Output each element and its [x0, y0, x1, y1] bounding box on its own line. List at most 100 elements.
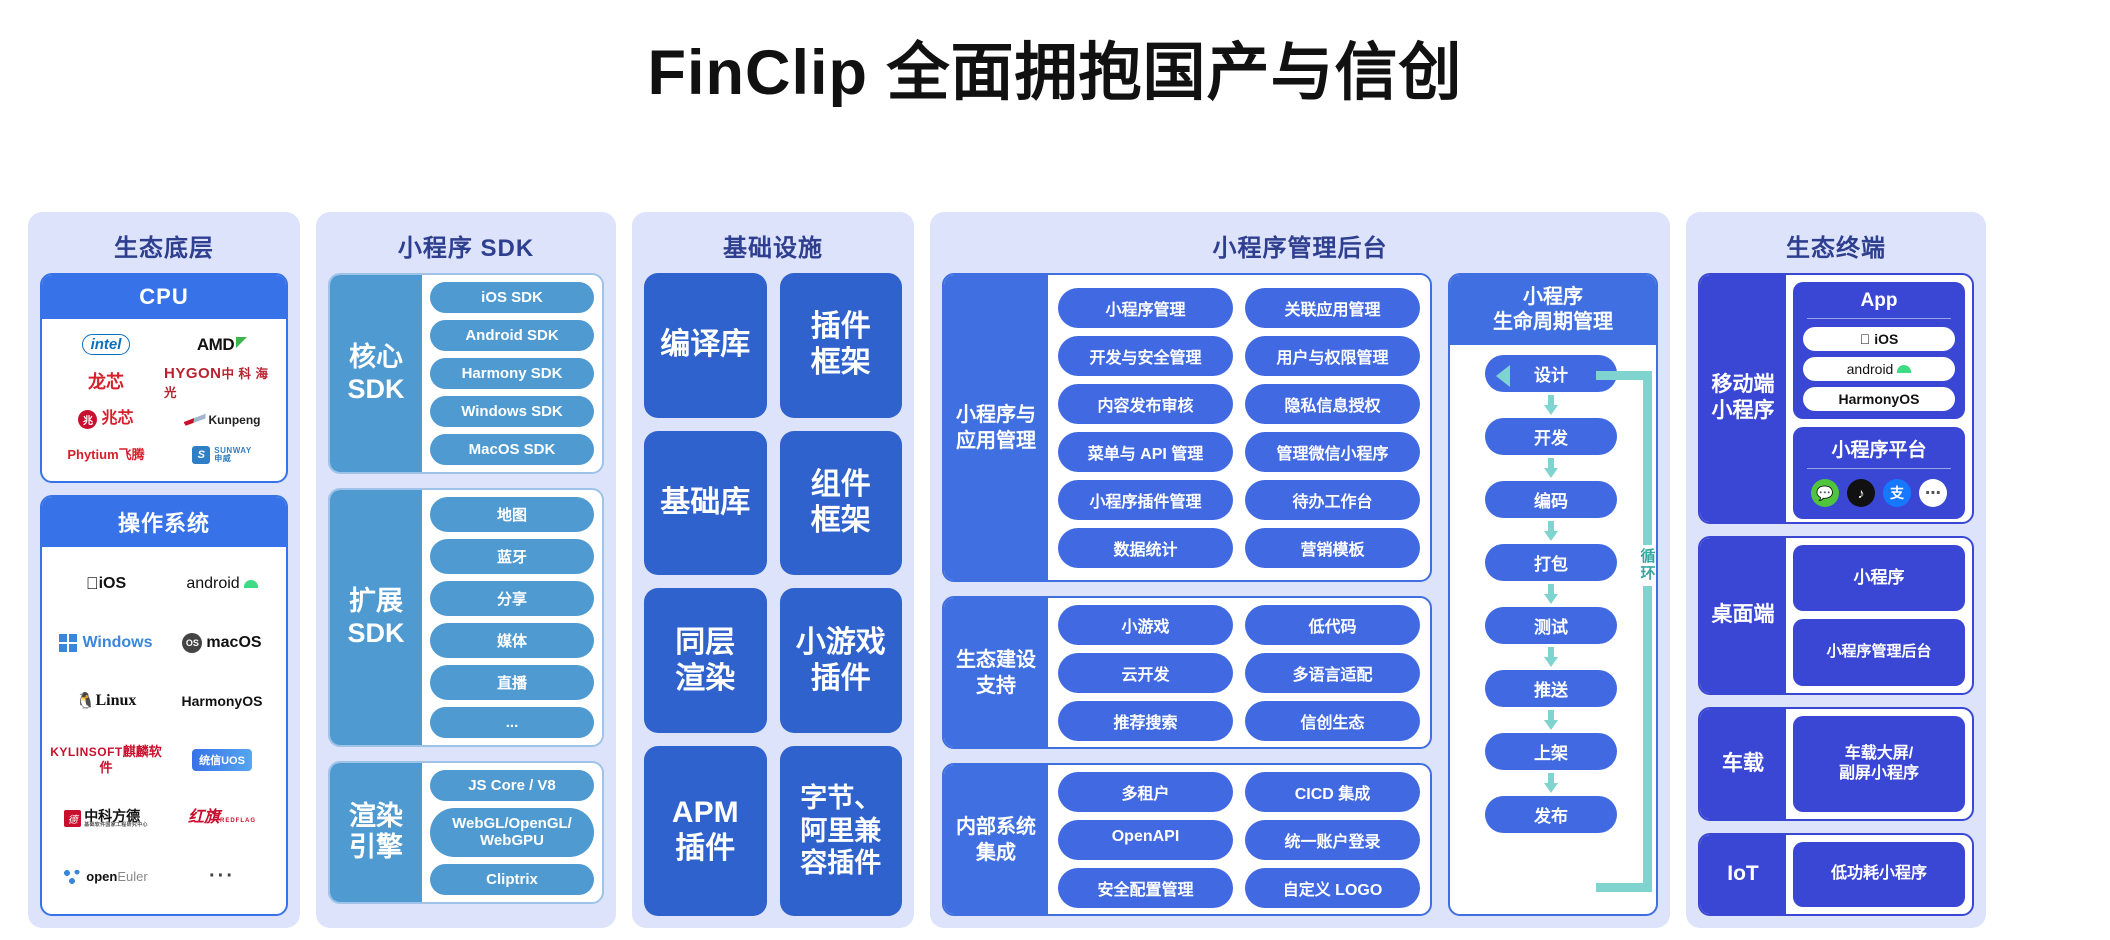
- sdk-item[interactable]: JS Core / V8: [430, 770, 594, 801]
- terminal-group-vehicle: 车载 车载大屏/ 副屏小程序: [1698, 707, 1974, 821]
- wechat-icon[interactable]: 💬: [1811, 479, 1839, 507]
- lifecycle-step[interactable]: 推送: [1485, 670, 1617, 707]
- card-title: App: [1860, 290, 1898, 311]
- platform-pill-harmonyos[interactable]: HarmonyOS: [1803, 387, 1955, 411]
- arrow-down-icon: [1544, 710, 1558, 730]
- backend-item[interactable]: 开发与安全管理: [1058, 335, 1233, 376]
- terminal-cards: App iOS android HarmonyOS 小程序平台 💬 ♪ 支: [1786, 275, 1972, 522]
- backend-item[interactable]: 营销模板: [1245, 527, 1420, 568]
- lifecycle-step[interactable]: 打包: [1485, 544, 1617, 581]
- platform-pill-android[interactable]: android: [1803, 357, 1955, 381]
- terminal-item[interactable]: 小程序管理后台: [1793, 619, 1965, 687]
- backend-item[interactable]: 待办工作台: [1245, 479, 1420, 520]
- more-icon[interactable]: ⋯: [1919, 479, 1947, 507]
- sdk-block-render: 渲染引擎 JS Core / V8 WebGL/OpenGL/ WebGPU C…: [328, 761, 604, 904]
- backend-item[interactable]: 统一账户登录: [1245, 819, 1420, 860]
- logo-loongson: 龙芯: [88, 371, 124, 392]
- column-infrastructure-header: 基础设施: [723, 235, 823, 262]
- page-title: FinClip 全面拥抱国产与信创: [647, 38, 1463, 108]
- logo-windows: Windows: [48, 626, 164, 660]
- columns-row: 生态底层 CPU intel AMD 龙芯 HYGON中 科 海 光 兆兆芯 K…: [28, 212, 1986, 928]
- backend-item[interactable]: 用户与权限管理: [1245, 335, 1420, 376]
- backend-item[interactable]: 菜单与 API 管理: [1058, 431, 1233, 472]
- sdk-item[interactable]: MacOS SDK: [430, 434, 594, 465]
- group-label: 小程序与 应用管理: [944, 275, 1048, 581]
- terminal-item[interactable]: 车载大屏/ 副屏小程序: [1793, 716, 1965, 812]
- sdk-item[interactable]: 直播: [430, 665, 594, 700]
- sdk-item[interactable]: ...: [430, 707, 594, 738]
- sdk-item[interactable]: 蓝牙: [430, 539, 594, 574]
- backend-item[interactable]: 隐私信息授权: [1245, 383, 1420, 424]
- terminal-item[interactable]: 低功耗小程序: [1793, 841, 1965, 907]
- sdk-item[interactable]: 分享: [430, 581, 594, 616]
- backend-item[interactable]: 多语言适配: [1245, 652, 1420, 693]
- infra-card[interactable]: 组件 框架: [779, 430, 902, 576]
- divider: [1807, 468, 1951, 469]
- lifecycle-step[interactable]: 开发: [1485, 418, 1617, 455]
- logo-harmonyos: HarmonyOS: [181, 693, 263, 710]
- terminal-label: IoT: [1700, 834, 1786, 914]
- infra-card[interactable]: 编译库: [644, 273, 767, 418]
- logo-fangde: 德中科方德基础软件国家工程研究中心: [48, 801, 164, 835]
- sdk-item[interactable]: iOS SDK: [430, 282, 594, 313]
- alipay-icon[interactable]: 支: [1883, 479, 1911, 507]
- group-items: 小游戏 低代码 云开发 多语言适配 推荐搜索 信创生态: [1048, 598, 1430, 747]
- arrow-down-icon: [1544, 458, 1558, 478]
- group-internal-integration: 内部系统 集成 多租户 CICD 集成 OpenAPI 统一账户登录 安全配置管…: [942, 763, 1432, 916]
- platform-label: android: [1846, 361, 1894, 377]
- arrow-down-icon: [1544, 647, 1558, 667]
- infra-card[interactable]: APM 插件: [644, 746, 767, 916]
- sdk-item[interactable]: WebGL/OpenGL/ WebGPU: [430, 808, 594, 857]
- lifecycle-step[interactable]: 编码: [1485, 481, 1617, 518]
- terminal-cards: 低功耗小程序: [1786, 835, 1972, 914]
- backend-item[interactable]: 推荐搜索: [1058, 700, 1233, 741]
- lifecycle-step[interactable]: 发布: [1485, 796, 1617, 833]
- backend-body: 小程序与 应用管理 小程序管理 关联应用管理 开发与安全管理 用户与权限管理 内…: [942, 273, 1658, 916]
- infra-card[interactable]: 小游戏 插件: [779, 588, 902, 734]
- infra-card[interactable]: 基础库: [644, 430, 767, 576]
- lifecycle-step[interactable]: 测试: [1485, 607, 1617, 644]
- backend-item[interactable]: 云开发: [1058, 652, 1233, 693]
- infra-card[interactable]: 插件 框架: [779, 273, 902, 418]
- backend-item[interactable]: 小程序管理: [1058, 287, 1233, 328]
- sdk-item[interactable]: Android SDK: [430, 320, 594, 351]
- backend-item[interactable]: 管理微信小程序: [1245, 431, 1420, 472]
- backend-item[interactable]: 数据统计: [1058, 527, 1233, 568]
- platform-pill-ios[interactable]: iOS: [1803, 327, 1955, 351]
- terminal-label: 移动端 小程序: [1700, 275, 1786, 522]
- lifecycle-body: 循环 设计 开发 编码 打包 测试 推送 上架: [1450, 345, 1656, 914]
- backend-item[interactable]: OpenAPI: [1058, 819, 1233, 860]
- sdk-item[interactable]: 媒体: [430, 623, 594, 658]
- backend-item[interactable]: CICD 集成: [1245, 771, 1420, 812]
- tiktok-icon[interactable]: ♪: [1847, 479, 1875, 507]
- sdk-item[interactable]: Cliptrix: [430, 863, 594, 895]
- cpu-panel: CPU intel AMD 龙芯 HYGON中 科 海 光 兆兆芯 Kunpen…: [40, 273, 288, 483]
- sdk-core-items: iOS SDK Android SDK Harmony SDK Windows …: [422, 275, 602, 472]
- infra-card[interactable]: 字节、 阿里兼 容插件: [779, 746, 902, 916]
- sdk-item[interactable]: Windows SDK: [430, 396, 594, 427]
- backend-item[interactable]: 多租户: [1058, 771, 1233, 812]
- arrow-down-icon: [1544, 521, 1558, 541]
- backend-item[interactable]: 小程序插件管理: [1058, 479, 1233, 520]
- backend-item[interactable]: 自定义 LOGO: [1245, 867, 1420, 908]
- sdk-render-items: JS Core / V8 WebGL/OpenGL/ WebGPU Cliptr…: [422, 763, 602, 902]
- infra-card[interactable]: 同层 渲染: [644, 588, 767, 734]
- backend-item[interactable]: 关联应用管理: [1245, 287, 1420, 328]
- apple-icon: : [1860, 331, 1871, 347]
- logo-ios: iOS: [86, 574, 126, 593]
- column-foundation-header: 生态底层: [114, 235, 214, 262]
- backend-item[interactable]: 信创生态: [1245, 700, 1420, 741]
- terminal-item[interactable]: 小程序: [1793, 544, 1965, 612]
- backend-item[interactable]: 低代码: [1245, 604, 1420, 645]
- sdk-item[interactable]: Harmony SDK: [430, 358, 594, 389]
- lifecycle-step[interactable]: 上架: [1485, 733, 1617, 770]
- sdk-item[interactable]: 地图: [430, 497, 594, 532]
- column-infrastructure: 基础设施 编译库 插件 框架 基础库 组件 框架 同层 渲染 小游戏 插件 AP…: [632, 212, 914, 928]
- backend-item[interactable]: 安全配置管理: [1058, 867, 1233, 908]
- backend-item[interactable]: 内容发布审核: [1058, 383, 1233, 424]
- backend-item[interactable]: 小游戏: [1058, 604, 1233, 645]
